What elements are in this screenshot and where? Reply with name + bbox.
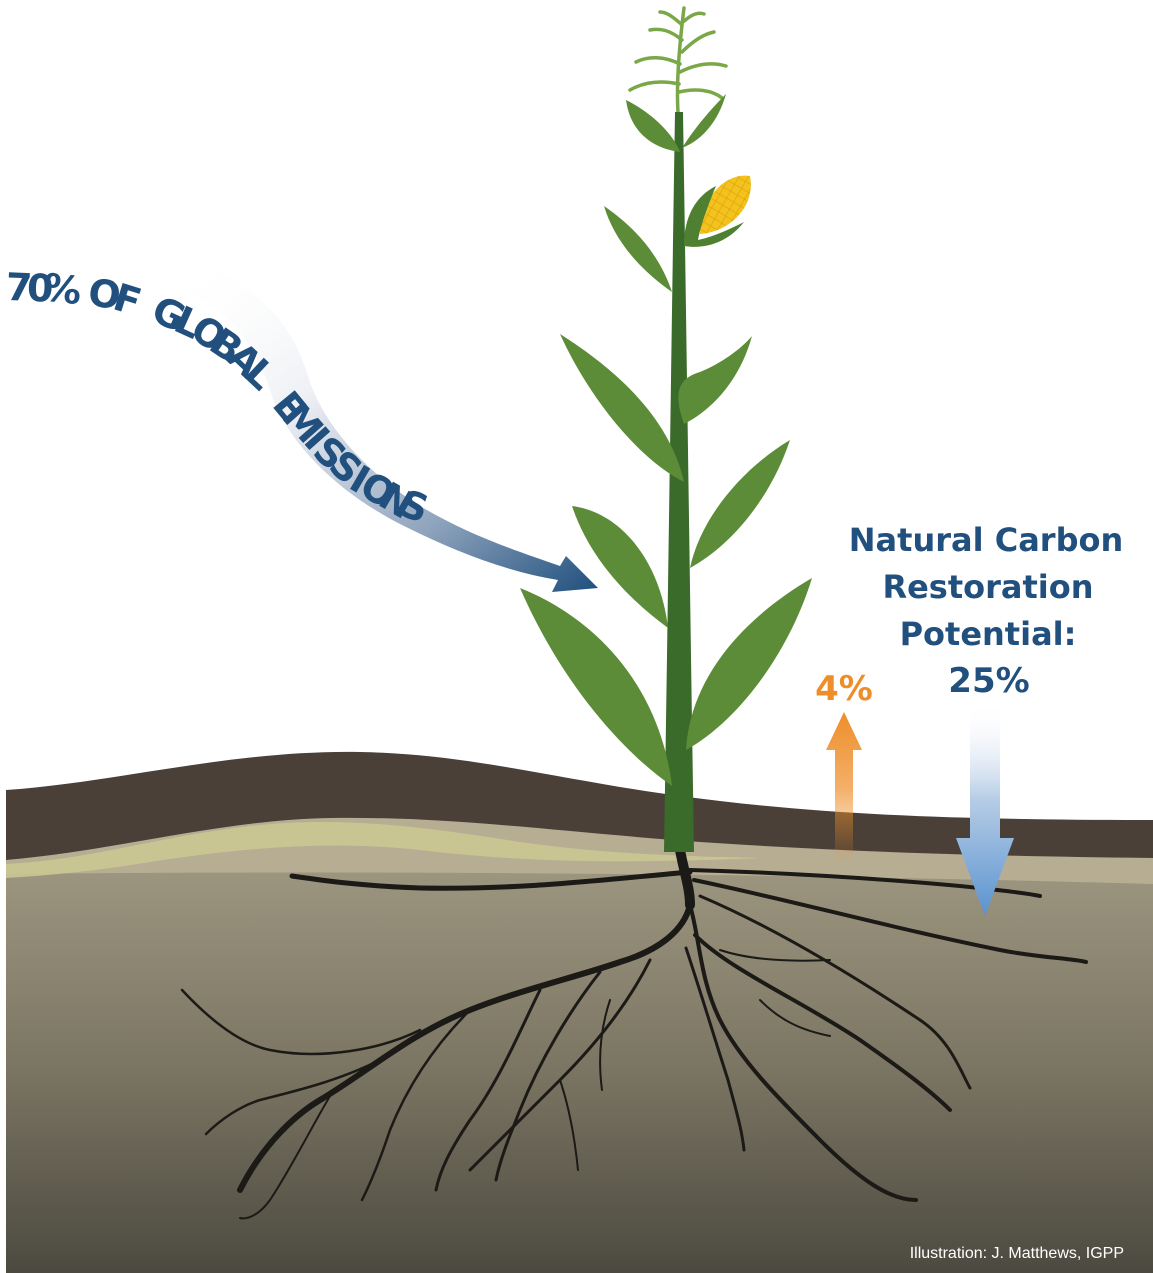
stalk xyxy=(664,112,694,852)
illustration-credit: Illustration: J. Matthews, IGPP xyxy=(910,1245,1124,1262)
corn-cob-icon xyxy=(684,175,751,247)
emissions-label-char: O xyxy=(86,271,123,319)
restoration-line-3: Potential: xyxy=(900,615,1077,653)
corn-plant-icon xyxy=(520,6,812,852)
soil xyxy=(6,751,1153,1273)
soil-yellow-band xyxy=(6,821,760,878)
emissions-label-char: % xyxy=(41,265,84,313)
emissions-label-char: 7 xyxy=(5,265,33,310)
tassel xyxy=(628,6,728,114)
restoration-line-1: Natural Carbon xyxy=(849,521,1123,559)
emissions-label-char: 0 xyxy=(26,266,54,311)
leaves xyxy=(520,94,812,786)
arrow-down-icon xyxy=(956,702,1014,916)
soil-body xyxy=(6,870,1153,1273)
curved-arrow-down-right-icon xyxy=(186,262,598,592)
restoration-line-2: Restoration xyxy=(882,568,1093,606)
soil-release-value: 4% xyxy=(815,669,873,709)
arrow-up-icon xyxy=(826,712,862,866)
restoration-value: 25% xyxy=(948,661,1029,701)
root-system-icon xyxy=(180,845,1088,1220)
